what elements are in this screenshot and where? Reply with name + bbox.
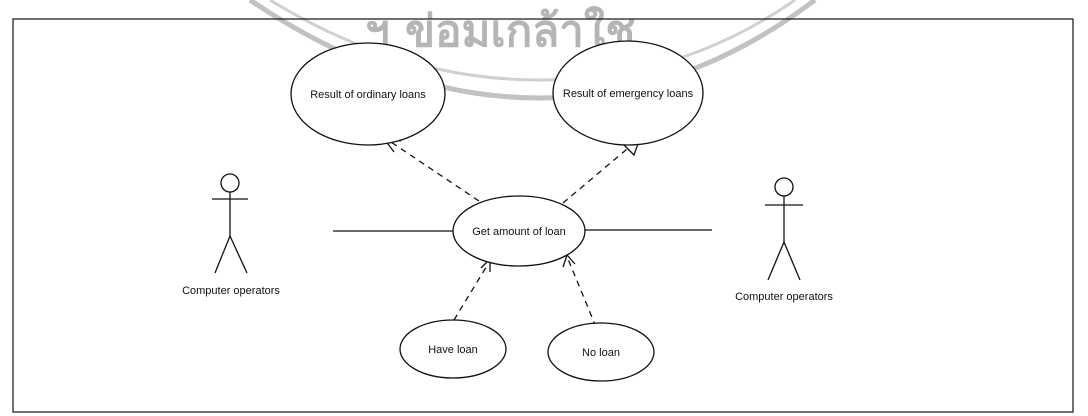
actor-head-icon <box>774 177 794 197</box>
diagram-border <box>12 18 1074 413</box>
use-case-ordinary-loans: Result of ordinary loans <box>290 42 446 146</box>
actor-leg-left <box>767 241 785 281</box>
dependency-line-have-loan <box>453 263 489 321</box>
use-case-label-no-loan: No loan <box>582 347 620 359</box>
watermark-seal-arc-inner <box>269 0 796 82</box>
actor-leg-right <box>229 235 248 274</box>
actor-leg-left <box>214 235 231 274</box>
use-case-label-emergency: Result of emergency loans <box>563 88 694 100</box>
watermark: ฯ ข่อมเกล้าใช <box>248 0 817 101</box>
use-case-ellipse <box>399 319 507 379</box>
use-case-ellipse <box>290 42 446 146</box>
use-case-label-ordinary: Result of ordinary loans <box>310 89 426 101</box>
dependency-line-ordinary <box>387 139 480 202</box>
actor-label-right: Computer operators <box>735 291 833 303</box>
dependency-line-emergency <box>562 143 634 204</box>
actor-head-icon <box>220 173 240 193</box>
use-case-get-amount: Get amount of loan <box>452 195 586 267</box>
use-case-ellipse <box>452 195 586 267</box>
use-case-have-loan: Have loan <box>399 319 507 379</box>
actor-leg-right <box>783 241 801 281</box>
use-case-no-loan: No loan <box>547 322 655 382</box>
use-case-label-get-amount: Get amount of loan <box>472 226 566 238</box>
use-case-label-have-loan: Have loan <box>428 344 478 356</box>
actor-label-left: Computer operators <box>182 285 280 297</box>
use-case-ellipse <box>552 40 704 146</box>
dependency-line-no-loan <box>567 258 597 328</box>
use-case-emergency-loans: Result of emergency loans <box>552 40 704 146</box>
actor-right <box>765 177 803 281</box>
actor-left <box>212 173 248 274</box>
use-case-ellipse <box>547 322 655 382</box>
